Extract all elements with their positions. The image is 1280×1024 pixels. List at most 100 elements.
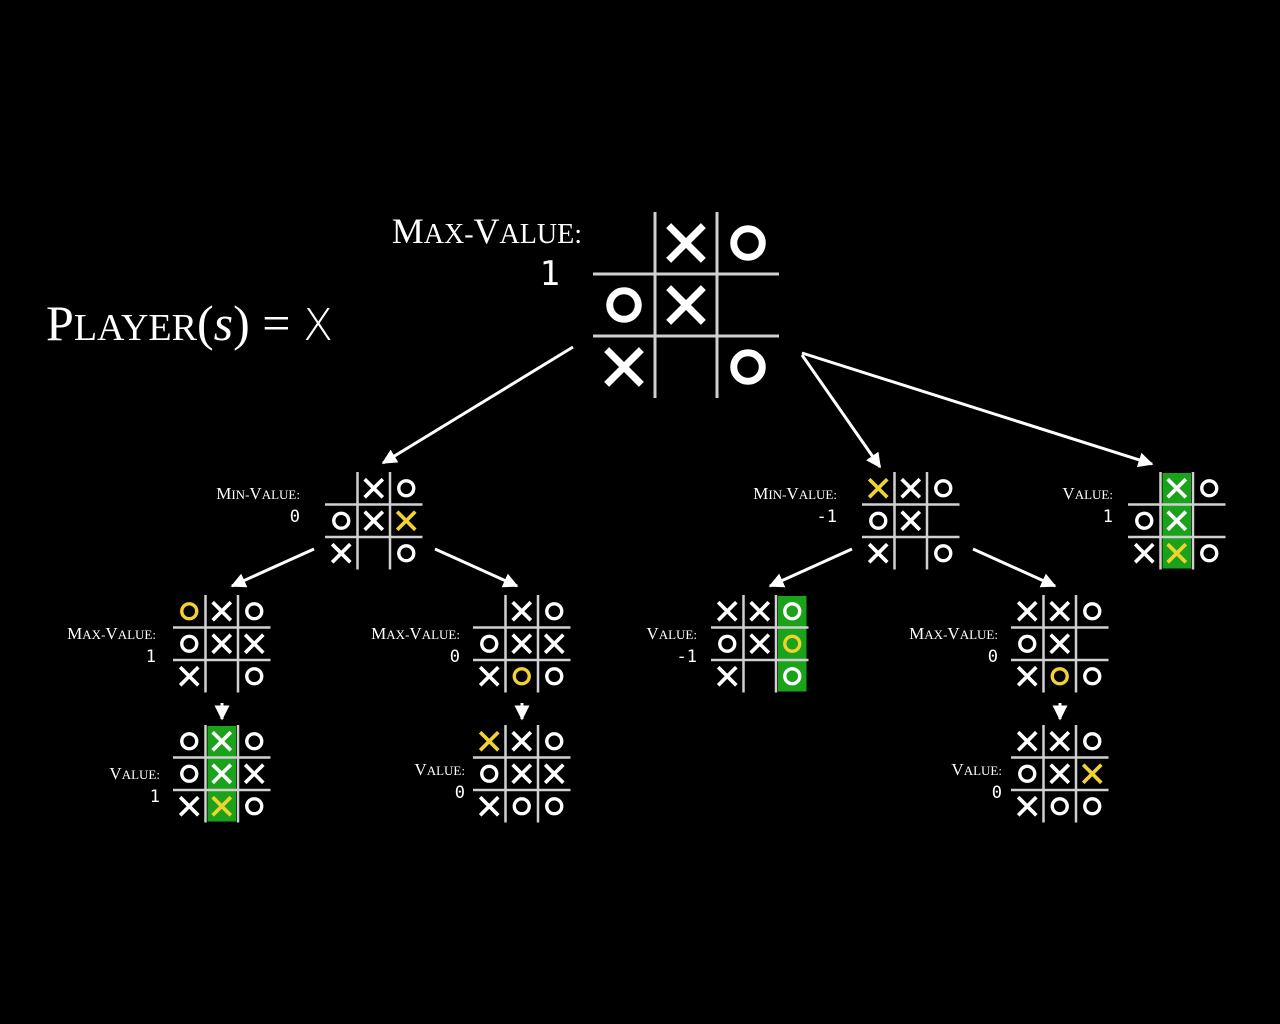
tree-node-max-d: MAX-VALUE: 0 <box>909 595 1109 693</box>
x-mark <box>1081 763 1103 785</box>
x-mark <box>243 763 265 785</box>
o-mark <box>783 602 802 621</box>
o-mark <box>245 602 264 621</box>
node-label: VALUE: <box>951 760 1002 779</box>
edge-arrow-root-to-min-left <box>381 345 574 465</box>
x-mark <box>666 285 706 325</box>
winning-line-highlight <box>778 596 807 692</box>
x-mark <box>867 477 889 499</box>
o-mark <box>1083 797 1102 816</box>
node-label: VALUE: <box>646 624 697 643</box>
x-mark <box>363 510 385 532</box>
node-value: -1 <box>677 647 697 667</box>
x-mark <box>900 477 922 499</box>
x-mark <box>1049 600 1071 622</box>
tic-tac-toe-board <box>473 595 571 693</box>
node-label: MAX-VALUE: <box>909 624 998 643</box>
x-mark <box>1049 730 1071 752</box>
x-mark <box>1049 633 1071 655</box>
x-mark <box>1016 600 1038 622</box>
x-mark <box>716 600 738 622</box>
node-label: MIN-VALUE: <box>753 484 837 503</box>
o-mark <box>1083 602 1102 621</box>
x-mark <box>330 542 352 564</box>
o-mark <box>545 732 564 751</box>
tree-node-value-d: VALUE:0 <box>951 725 1109 823</box>
node-value: -1 <box>817 507 837 527</box>
edges <box>214 345 1154 721</box>
player-label-variable: s <box>213 295 234 351</box>
x-mark <box>749 633 771 655</box>
x-mark <box>543 633 565 655</box>
player-label-close-paren: ) <box>233 295 250 351</box>
o-mark <box>545 602 564 621</box>
x-mark <box>511 763 533 785</box>
x-mark <box>1049 763 1071 785</box>
node-label: MAX-VALUE: <box>67 624 156 643</box>
o-mark <box>934 544 953 563</box>
x-mark <box>211 600 233 622</box>
tic-tac-toe-board <box>593 212 779 398</box>
player-label: PLAYER(s) = X <box>46 298 333 348</box>
node-value: 1 <box>150 787 160 807</box>
x-mark <box>178 795 200 817</box>
tree-node-min-mid: MIN-VALUE: -1 <box>753 472 960 570</box>
edge-arrow-min-left-to-max-b <box>434 547 519 588</box>
o-mark <box>245 797 264 816</box>
o-mark <box>1200 479 1219 498</box>
node-label: MAX-VALUE: <box>392 211 582 251</box>
o-mark <box>783 667 802 686</box>
x-mark <box>395 510 417 532</box>
node-label: VALUE: <box>414 760 465 779</box>
x-mark <box>900 510 922 532</box>
node-label: VALUE: <box>1062 484 1113 503</box>
o-mark <box>1083 732 1102 751</box>
tree-node-value-a: VALUE: 1 <box>109 725 271 823</box>
node-label: VALUE: <box>109 764 160 783</box>
tic-tac-toe-board <box>173 595 271 693</box>
x-mark <box>1133 542 1155 564</box>
o-mark <box>1050 797 1069 816</box>
tic-tac-toe-board <box>862 472 960 570</box>
player-label-equals: = <box>249 295 303 351</box>
tree-node-max-a: MAX-VALUE:1 <box>67 595 271 693</box>
node-value: 1 <box>1103 507 1113 527</box>
o-mark <box>245 732 264 751</box>
x-mark <box>511 600 533 622</box>
node-value: 0 <box>988 647 998 667</box>
tree-node-value-b: VALUE: 0 <box>414 725 571 823</box>
edge-arrow-min-mid-to-value-c <box>768 547 853 588</box>
o-mark <box>783 634 802 653</box>
tic-tac-toe-board <box>1011 595 1109 693</box>
o-mark <box>1083 667 1102 686</box>
x-mark <box>543 763 565 785</box>
o-mark <box>512 797 531 816</box>
x-mark <box>1016 730 1038 752</box>
x-mark <box>363 477 385 499</box>
node-label: MIN-VALUE: <box>216 484 300 503</box>
tic-tac-toe-board <box>1128 472 1226 570</box>
player-label-prefix-initial: P <box>46 295 74 351</box>
x-mark <box>604 347 644 387</box>
edge-arrow-root-to-min-mid <box>800 354 882 469</box>
x-mark <box>867 542 889 564</box>
x-mark <box>478 665 500 687</box>
x-mark <box>666 223 706 263</box>
x-mark <box>211 795 233 817</box>
tree-node-value-right: VALUE: 1 <box>1062 472 1226 570</box>
x-mark <box>1166 510 1188 532</box>
tic-tac-toe-board <box>473 725 571 823</box>
nodes: MAX-VALUE:1MIN-VALUE:0MIN-VALUE:-1VALUE:… <box>67 211 1226 823</box>
x-mark <box>1166 477 1188 499</box>
x-mark <box>716 665 738 687</box>
o-mark <box>545 797 564 816</box>
node-value: 0 <box>455 783 465 803</box>
x-mark <box>211 763 233 785</box>
edge-arrow-min-mid-to-max-d <box>972 547 1057 588</box>
x-mark <box>511 730 533 752</box>
o-mark <box>480 764 499 783</box>
o-mark <box>1018 634 1037 653</box>
x-mark <box>749 600 771 622</box>
tree-node-min-left: MIN-VALUE:0 <box>216 472 423 570</box>
